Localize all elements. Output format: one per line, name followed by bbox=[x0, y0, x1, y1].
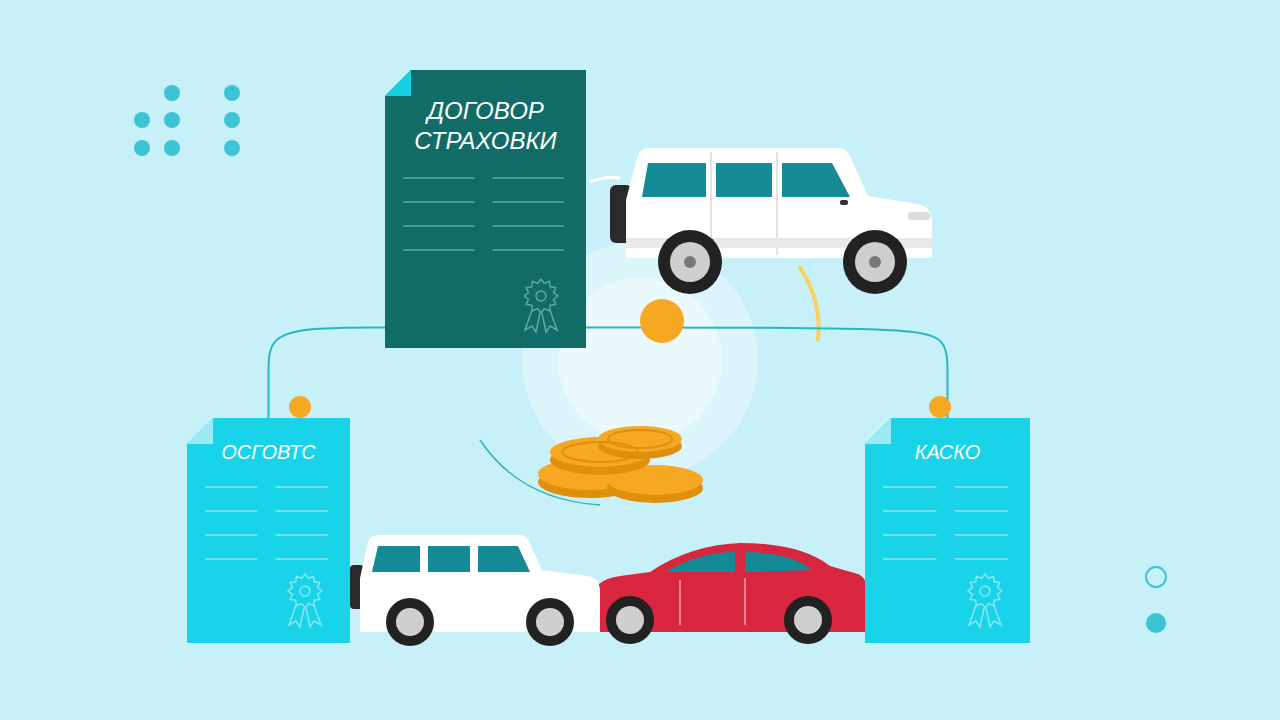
arc-line bbox=[590, 178, 620, 183]
placeholder-line bbox=[883, 534, 937, 536]
document-fold bbox=[865, 418, 891, 444]
joint-dot bbox=[929, 396, 951, 418]
placeholder-line bbox=[883, 558, 937, 560]
placeholder-line bbox=[883, 510, 937, 512]
suv-car bbox=[610, 148, 932, 294]
placeholder-line bbox=[276, 510, 329, 512]
placeholder-line bbox=[955, 510, 1009, 512]
placeholder-line bbox=[493, 177, 565, 179]
dot-grid bbox=[134, 85, 240, 156]
document-body bbox=[385, 70, 586, 348]
placeholder-line bbox=[276, 486, 329, 488]
placeholder-line bbox=[955, 534, 1009, 536]
document-text: ОСГОВТС bbox=[187, 418, 350, 465]
placeholder-line bbox=[883, 486, 937, 488]
document-text: ДОГОВОР СТРАХОВКИ bbox=[385, 70, 586, 156]
document-body bbox=[865, 418, 1030, 643]
policy-document: ОСГОВТС bbox=[187, 418, 350, 643]
seal-icon bbox=[968, 574, 1002, 627]
placeholder-line bbox=[493, 249, 565, 251]
document-fold bbox=[187, 418, 213, 444]
sedan-car bbox=[592, 543, 868, 644]
placeholder-line bbox=[403, 201, 475, 203]
policy-document: КАСКО bbox=[865, 418, 1030, 643]
placeholder-line bbox=[276, 558, 329, 560]
document-title: ОСГОВТС bbox=[199, 440, 338, 465]
joint-dot bbox=[640, 299, 684, 343]
placeholder-line bbox=[205, 534, 258, 536]
seal-icon bbox=[524, 279, 558, 332]
placeholder-line bbox=[493, 225, 565, 227]
placeholder-line bbox=[955, 486, 1009, 488]
dot bbox=[1146, 613, 1166, 633]
placeholder-line bbox=[276, 534, 329, 536]
coins bbox=[538, 426, 703, 503]
placeholder-line bbox=[403, 177, 475, 179]
seal-icon bbox=[288, 574, 322, 627]
connector-line bbox=[586, 327, 948, 418]
connector-line bbox=[269, 327, 386, 418]
placeholder-line bbox=[493, 201, 565, 203]
placeholder-line bbox=[403, 249, 475, 251]
placeholder-line bbox=[205, 558, 258, 560]
placeholder-line bbox=[955, 558, 1009, 560]
document-title: КАСКО bbox=[877, 440, 1018, 465]
document-text: КАСКО bbox=[865, 418, 1030, 465]
contract-document: ДОГОВОР СТРАХОВКИ bbox=[385, 70, 586, 348]
document-fold bbox=[385, 70, 411, 96]
placeholder-line bbox=[205, 486, 258, 488]
suv-car bbox=[350, 535, 600, 646]
joint-dot bbox=[289, 396, 311, 418]
ring-dot bbox=[1146, 567, 1166, 587]
placeholder-line bbox=[205, 510, 258, 512]
document-title: ДОГОВОР СТРАХОВКИ bbox=[397, 96, 574, 156]
placeholder-line bbox=[403, 225, 475, 227]
document-body bbox=[187, 418, 350, 643]
